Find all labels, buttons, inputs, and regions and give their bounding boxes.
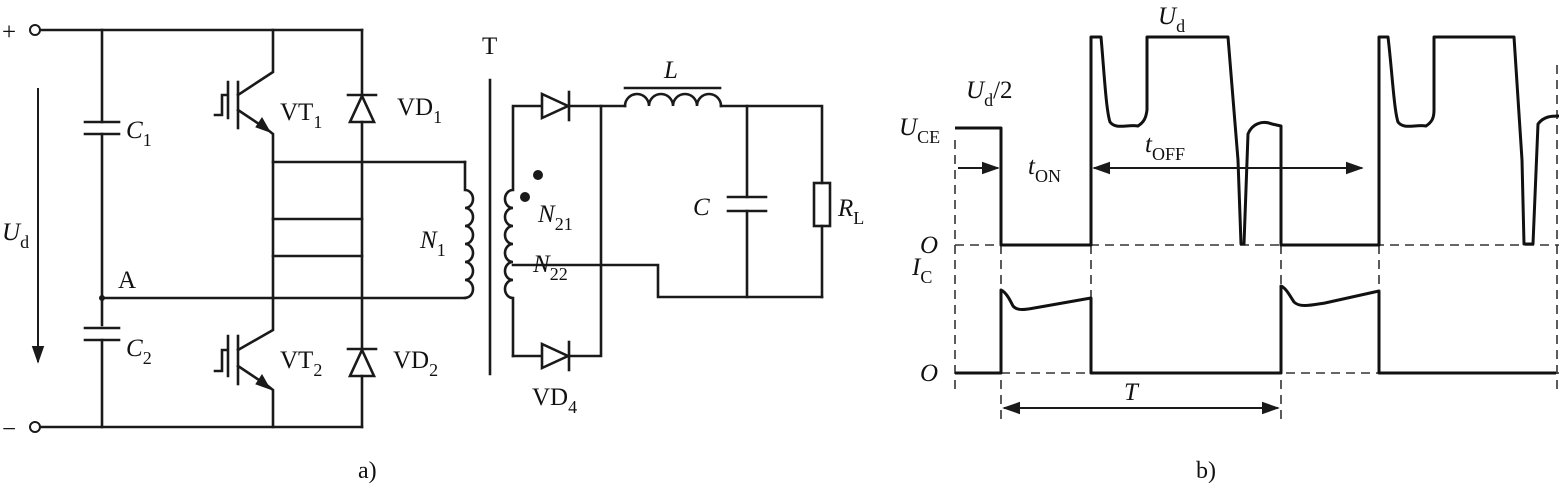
vd3-diode — [540, 90, 572, 122]
plus-label: + — [2, 19, 16, 46]
ud-top-label: Ud — [1158, 3, 1185, 36]
output-top-wire — [719, 104, 824, 299]
vd4-label: VD4 — [532, 384, 577, 417]
primary-dot — [533, 170, 543, 180]
minus-terminal — [29, 421, 41, 433]
ic-label: IC — [911, 254, 932, 287]
vt2-transistor — [213, 296, 275, 429]
n21-label: N21 — [537, 201, 573, 234]
n22-label: N22 — [532, 251, 568, 284]
midpoint-wires — [271, 160, 467, 258]
circuit-labels: + − A T C1 C2 VT1 VT2 VD1 VD2 Ud N1 N21 … — [2, 19, 864, 484]
period-label: T — [1124, 379, 1140, 406]
secondary-dot — [520, 192, 530, 202]
primary-winding — [463, 160, 475, 300]
caption-b: b) — [1196, 458, 1216, 484]
c-label: C — [693, 194, 710, 221]
vd2-diode — [346, 346, 378, 378]
transformer-label: T — [482, 33, 497, 60]
vd2-label: VD2 — [393, 347, 438, 380]
uce-label: UCE — [899, 114, 940, 147]
waveform-diagram — [954, 35, 1559, 420]
waveform-labels: Ud Ud/2 UCE tON tOFF O IC O T b) — [899, 3, 1216, 484]
vt1-label: VT1 — [280, 99, 322, 132]
ud-half-label: Ud/2 — [966, 77, 1013, 110]
vt1-transistor — [213, 28, 275, 300]
caption-a: a) — [358, 458, 377, 484]
vd1-diode — [346, 92, 378, 124]
minus-label: − — [2, 416, 16, 443]
center-tap-wire — [511, 263, 824, 299]
ud-label: Ud — [2, 219, 29, 252]
uce-waveform — [955, 35, 1559, 247]
vt2-label: VT2 — [280, 347, 322, 380]
c2-label: C2 — [126, 335, 152, 368]
ton-label: tON — [1028, 153, 1061, 186]
rectifier-bottom-wire — [511, 104, 603, 358]
origin-label-1: O — [920, 232, 938, 259]
toff-label: tOFF — [1145, 131, 1185, 164]
circuit-diagram — [29, 24, 832, 433]
node-a-label: A — [118, 267, 136, 294]
secondary-winding — [503, 106, 515, 358]
vd4-diode — [540, 340, 572, 372]
inductor-l — [623, 92, 723, 108]
ic-waveform — [955, 284, 1556, 375]
plus-terminal — [29, 24, 41, 36]
l-label: L — [663, 57, 678, 84]
load-resistor — [812, 181, 832, 228]
n1-label: N1 — [419, 227, 446, 260]
c1-label: C1 — [126, 117, 152, 150]
origin-label-2: O — [920, 360, 938, 387]
rl-label: RL — [837, 195, 864, 228]
vd1-label: VD1 — [397, 94, 442, 127]
